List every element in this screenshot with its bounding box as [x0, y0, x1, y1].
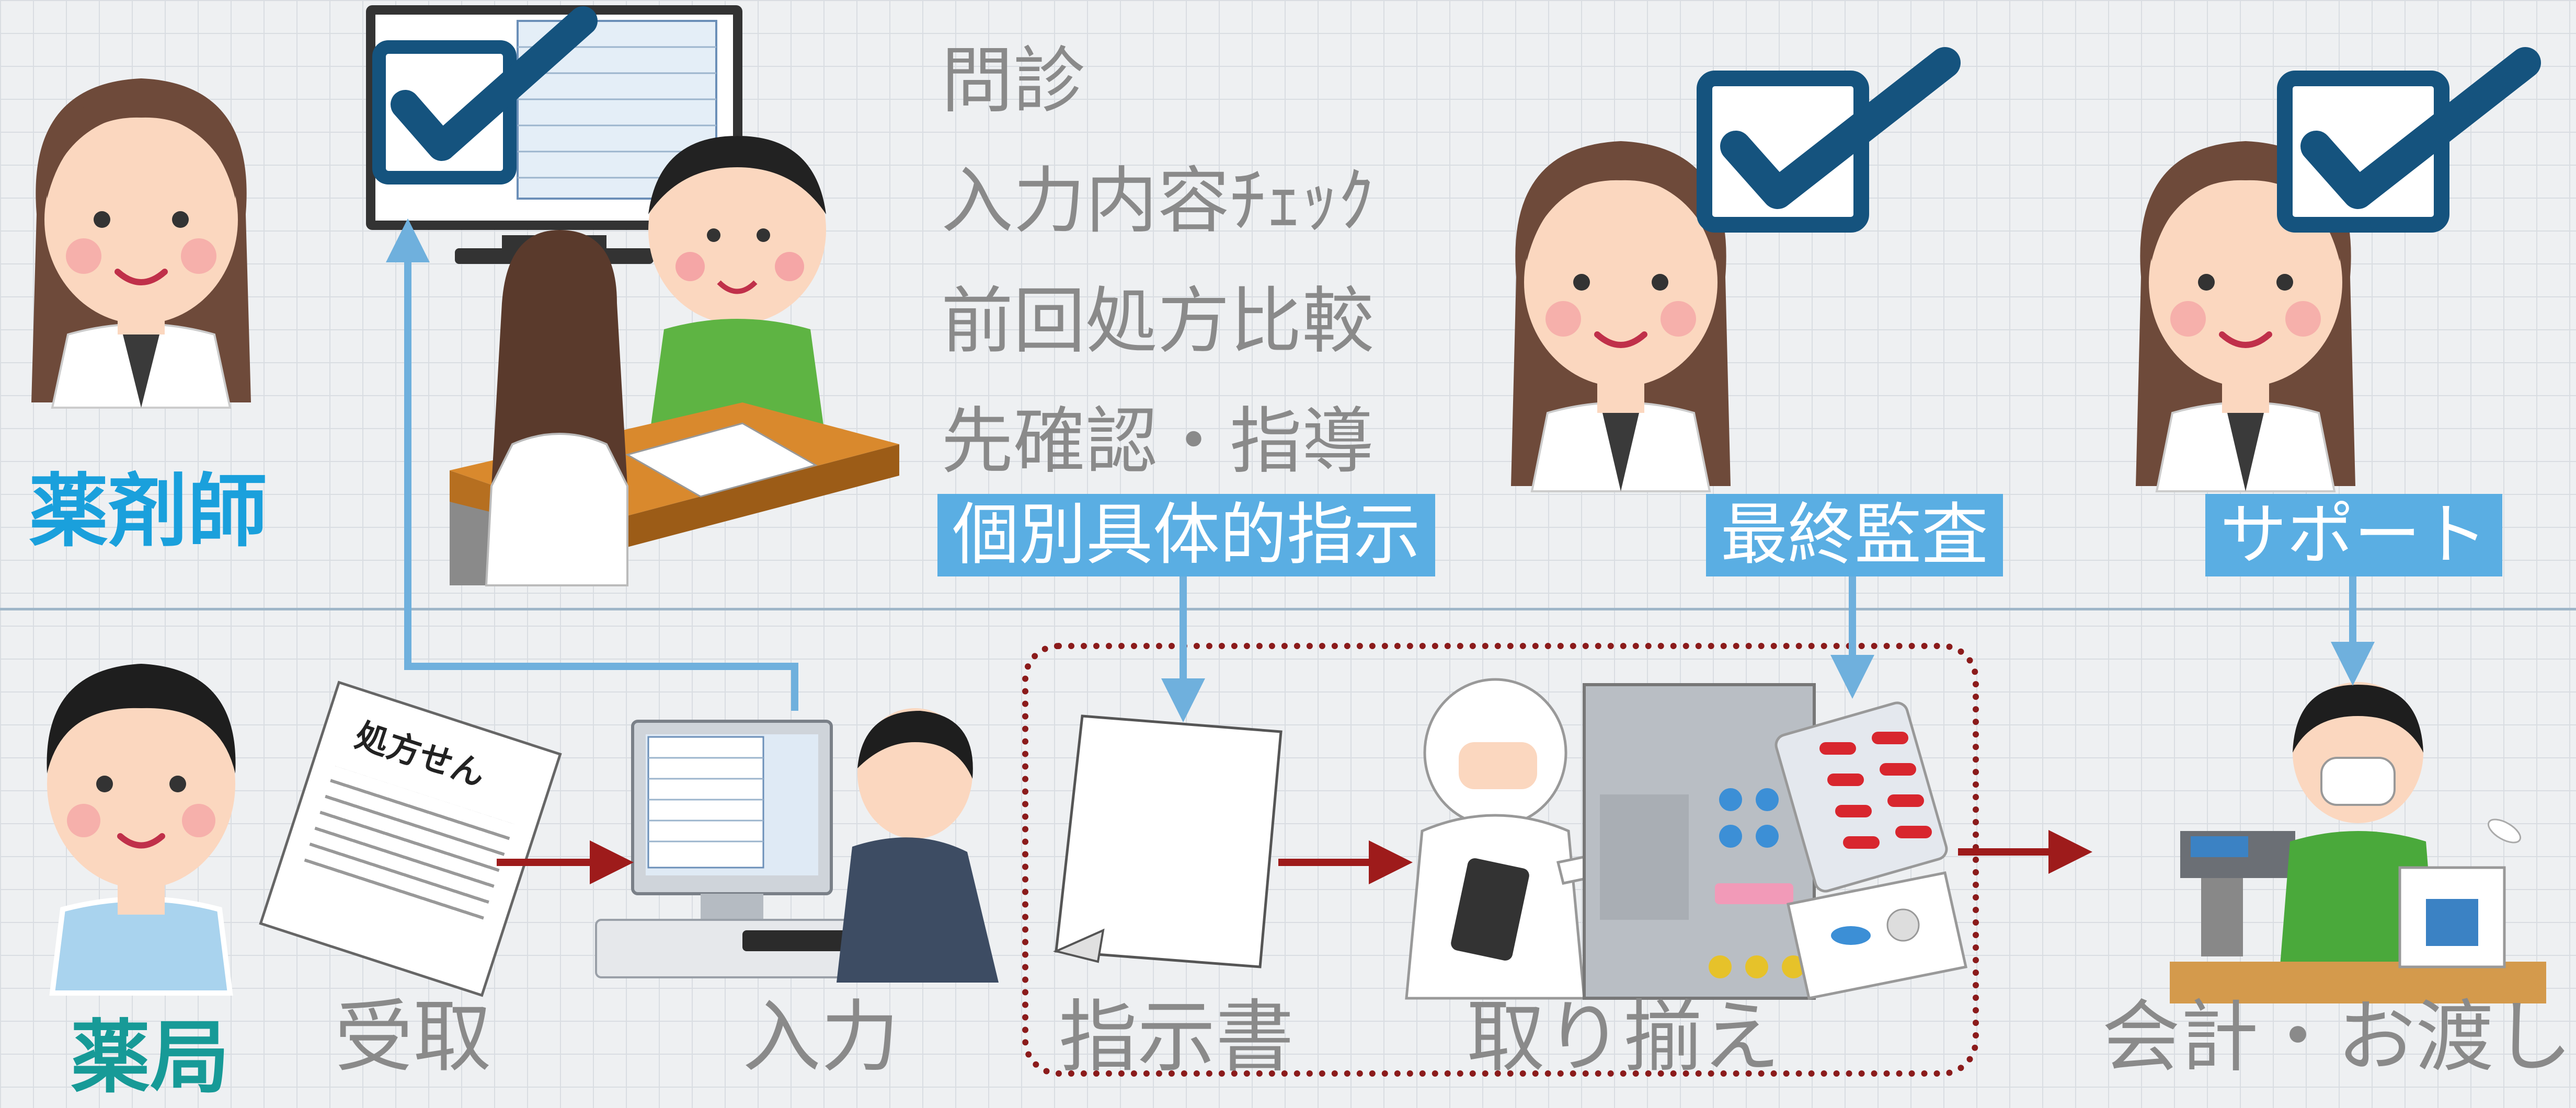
computer-operator-icon	[595, 708, 999, 983]
dispensing-area-frame	[1022, 643, 1979, 1077]
task-interview: 問診	[941, 39, 1086, 123]
cash-register-clerk-icon	[2170, 682, 2546, 1003]
flow-arrows	[386, 218, 2375, 884]
callout-support: サポート	[2205, 494, 2503, 576]
checkmark-box-icon	[372, 6, 598, 184]
feedback-link-arrow	[386, 218, 798, 711]
task-prescription-compare: 前回処方比較	[941, 279, 1375, 363]
pharmacist-woman-icon	[31, 78, 251, 409]
dispensing-machine-icon	[1405, 678, 1967, 1000]
callout-final-audit: 最終監査	[1706, 494, 2003, 576]
callout-individual-instruction: 個別具体的指示	[937, 494, 1436, 576]
step-picking-label: 取り揃え	[1467, 992, 1781, 1083]
pharmacist-task-list: 問診 入力内容ﾁｪｯｸ 前回処方比較 先確認・指導	[941, 21, 1374, 502]
pharmacist-audit-icon	[1511, 141, 1731, 492]
callout-arrows	[1161, 576, 2375, 722]
step-instruction-sheet-label: 指示書	[1059, 992, 1295, 1083]
row-divider	[0, 608, 2576, 610]
step-payment-label: 会計・お渡し	[2102, 992, 2573, 1083]
pharmacist-label: 薬剤師	[29, 465, 267, 558]
step-receive-label: 受取	[335, 992, 492, 1083]
support-checkmark-icon	[2277, 47, 2541, 233]
step-input-label: 入力	[742, 992, 900, 1083]
consultation-desk-icon	[450, 136, 899, 586]
blank-paper-icon	[1052, 714, 1283, 968]
task-preconfirm-guidance: 先確認・指導	[941, 399, 1375, 483]
pharmacy-staff-icon	[47, 664, 236, 996]
process-arrows	[497, 830, 2092, 884]
audit-checkmark-icon	[1697, 47, 1961, 233]
task-input-check: 入力内容ﾁｪｯｸ	[941, 159, 1375, 243]
